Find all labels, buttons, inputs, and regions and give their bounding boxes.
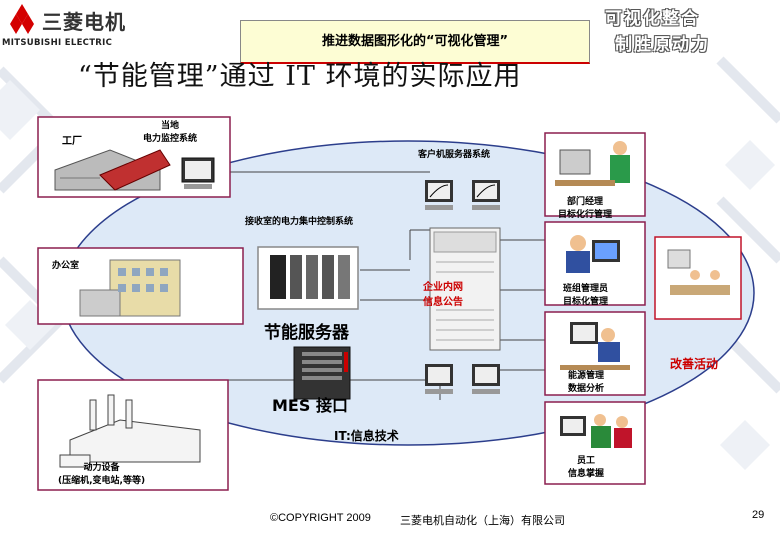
factory-building-icon xyxy=(54,149,171,191)
it-label: IT:信息技术 xyxy=(334,429,399,443)
power-plant-icon xyxy=(59,394,201,468)
footer-company-name: 三菱电机自动化（上海）有限公司 xyxy=(400,515,565,527)
energy-admin-icon xyxy=(560,322,630,370)
energy-server-label: 节能服务器 xyxy=(264,323,349,343)
slogan-line1: 可视化整合 xyxy=(605,9,700,29)
slogan-line2: 制胜原动力 xyxy=(615,35,710,55)
copyright-text: ©COPYRIGHT 2009 xyxy=(270,512,371,524)
staff-label: 员工 信息掌握 xyxy=(568,456,605,479)
page-number: 29 xyxy=(752,509,765,521)
local-monitor-label: 当地 电力监控系统 xyxy=(143,121,198,144)
dept-manager-label: 部门经理 目标化行管理 xyxy=(558,197,613,220)
company-logo xyxy=(2,4,152,54)
power-equipment-label: 动力设备 (压缩机,变电站,等等) xyxy=(58,463,146,486)
staff-icon xyxy=(560,414,632,448)
monitor-icon-factory xyxy=(181,157,215,189)
mes-monitors xyxy=(425,364,500,394)
server-rack-icon xyxy=(429,227,501,351)
intranet-label: 企业内网 信息公告 xyxy=(423,282,463,308)
plc-controller-icon xyxy=(257,246,359,310)
improvement-label: 改善活动 xyxy=(670,357,719,371)
top-banner: 推进数据图形化的“可视化管理” xyxy=(240,20,590,64)
factory-label: 工厂 xyxy=(62,136,82,147)
team-manager-icon xyxy=(566,235,620,273)
meeting-icon xyxy=(667,249,730,295)
energy-server-icon xyxy=(293,346,351,400)
mitsubishi-diamond-logo xyxy=(10,4,34,34)
company-name-cn: 三菱电机 xyxy=(42,10,126,34)
energy-admin-label: 能源管理 数据分析 xyxy=(568,371,605,394)
team-manager-label: 班组管理员 目标化管理 xyxy=(563,284,609,307)
team-manager-box xyxy=(544,221,646,306)
page-title: “节能管理”通过 IT 环境的实际应用 xyxy=(78,61,522,92)
company-name-en: MITSUBISHI ELECTRIC xyxy=(2,38,113,48)
client-system-label: 客户机服务器系统 xyxy=(418,150,491,160)
power-center-label: 接收室的电力集中控制系统 xyxy=(245,217,354,227)
office-building-icon xyxy=(79,259,181,317)
mes-label: MES 接口 xyxy=(272,396,348,415)
client-monitors xyxy=(425,180,500,210)
footer-strip xyxy=(185,500,630,540)
office-label: 办公室 xyxy=(52,261,80,271)
dept-manager-icon xyxy=(555,141,630,186)
